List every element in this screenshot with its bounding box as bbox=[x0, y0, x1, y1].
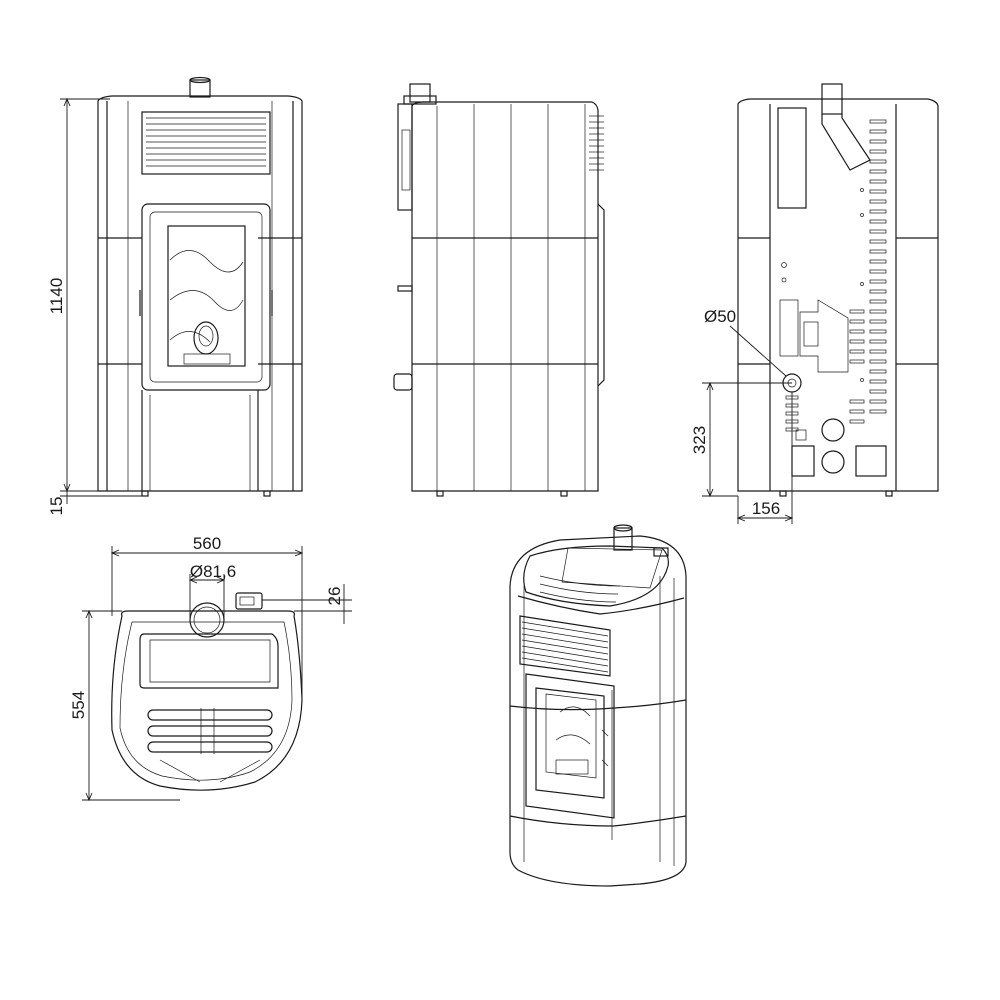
dim-foot-height: 15 bbox=[47, 497, 66, 516]
side-view bbox=[393, 83, 605, 497]
dim-outlet-diameter: Ø50 bbox=[704, 307, 736, 326]
perspective-view bbox=[509, 524, 687, 887]
dim-width: 560 bbox=[193, 534, 221, 553]
dim-outlet-offset: 156 bbox=[752, 499, 780, 518]
front-view bbox=[97, 76, 303, 497]
dim-depth: 554 bbox=[69, 691, 88, 719]
dim-outlet-height: 323 bbox=[690, 426, 709, 454]
dim-flue-offset: 26 bbox=[325, 587, 344, 606]
dim-flue-diameter: Ø81,6 bbox=[190, 562, 236, 581]
dimension-lines bbox=[60, 97, 794, 802]
dim-height-total: 1140 bbox=[47, 278, 66, 315]
rear-view bbox=[737, 83, 939, 497]
top-view bbox=[111, 592, 303, 791]
